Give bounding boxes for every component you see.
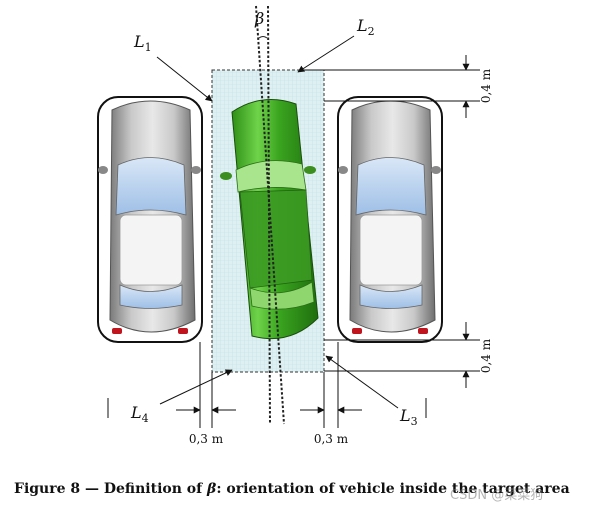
top-right-dimension: 0,4 m [300, 55, 493, 118]
target-vehicle [220, 99, 319, 340]
dim-top-right-label: 0,4 m [479, 68, 493, 103]
dim-bottom-right-label: 0,4 m [479, 338, 493, 373]
dim-bottom-mid-label: 0,3 m [314, 432, 349, 446]
dim-bottom-left-label: 0,3 m [189, 432, 224, 446]
l3-pointer [325, 355, 399, 409]
l3-label: L3 [399, 406, 418, 428]
l2-label: L2 [356, 16, 375, 38]
l4-label: L4 [130, 403, 149, 425]
left-parked-car [97, 96, 203, 343]
watermark: CSDN @菜菜狗 [450, 488, 544, 503]
l4-pointer [159, 369, 233, 405]
reference-axis-line [267, 5, 271, 425]
figure-caption: Figure 8 — Definition of β: orientation … [14, 481, 570, 497]
l2-pointer [297, 35, 355, 73]
l1-label: L1 [133, 32, 152, 54]
bottom-right-dimension: 0,4 m [324, 322, 493, 388]
beta-label: β [254, 9, 264, 28]
beta-arc [258, 36, 268, 39]
bottom-left-dimension: 0,3 m [176, 342, 236, 446]
right-parked-car [337, 96, 443, 343]
l1-pointer [156, 56, 213, 102]
bottom-mid-dimension: 0,3 m [300, 342, 362, 446]
